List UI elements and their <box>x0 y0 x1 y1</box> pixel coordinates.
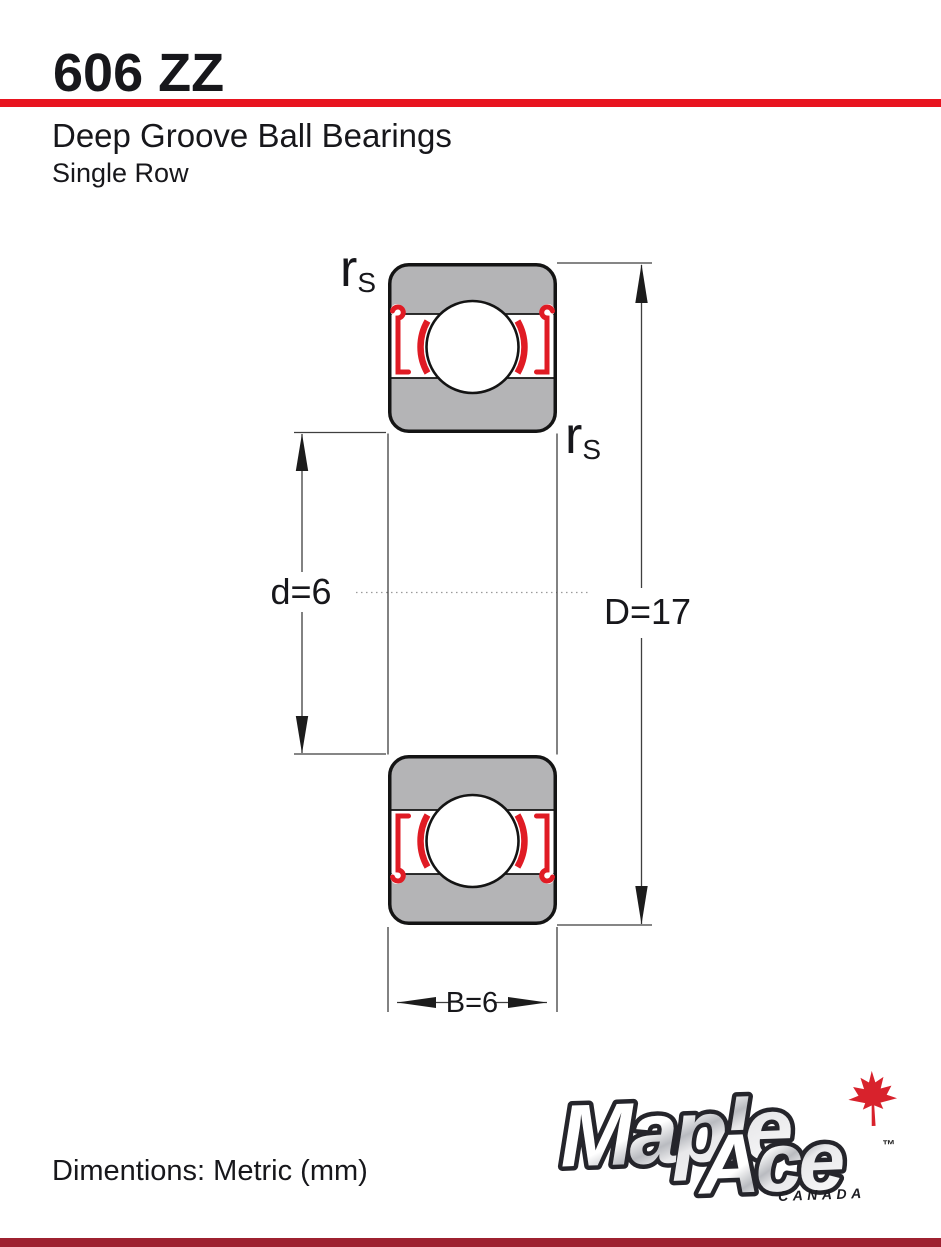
label-width: B=6 <box>446 987 498 1019</box>
logo-word-ace: Ace <box>695 1113 845 1208</box>
trademark-symbol: ™ <box>882 1137 896 1152</box>
label-corner-radius-bottom: rS <box>565 407 601 465</box>
brand-logo: Maple Ace ™ CANADA <box>554 1070 898 1208</box>
dimension-lines <box>294 262 652 1012</box>
bearing-cross-section-top <box>390 265 556 432</box>
footer-divider <box>0 1238 941 1247</box>
label-bore-diameter: d=6 <box>270 571 331 612</box>
page-title: 606 ZZ <box>53 43 225 103</box>
product-line-subtitle: Deep Groove Ball Bearings <box>52 117 452 154</box>
maple-leaf-icon <box>848 1070 898 1126</box>
bearing-cross-section-diagram: rS rS d=6 D=17 B=6 <box>270 240 691 1019</box>
dimensions-note: Dimentions: Metric (mm) <box>52 1155 368 1187</box>
label-corner-radius-top: rS <box>340 240 376 298</box>
logo-country: CANADA <box>778 1185 866 1204</box>
label-outer-diameter: D=17 <box>604 591 691 632</box>
header-divider <box>0 99 941 107</box>
bearing-cross-section-bottom <box>390 757 556 924</box>
logo-word-maple: Maple <box>558 1079 793 1186</box>
row-type-subtitle: Single Row <box>52 158 189 188</box>
